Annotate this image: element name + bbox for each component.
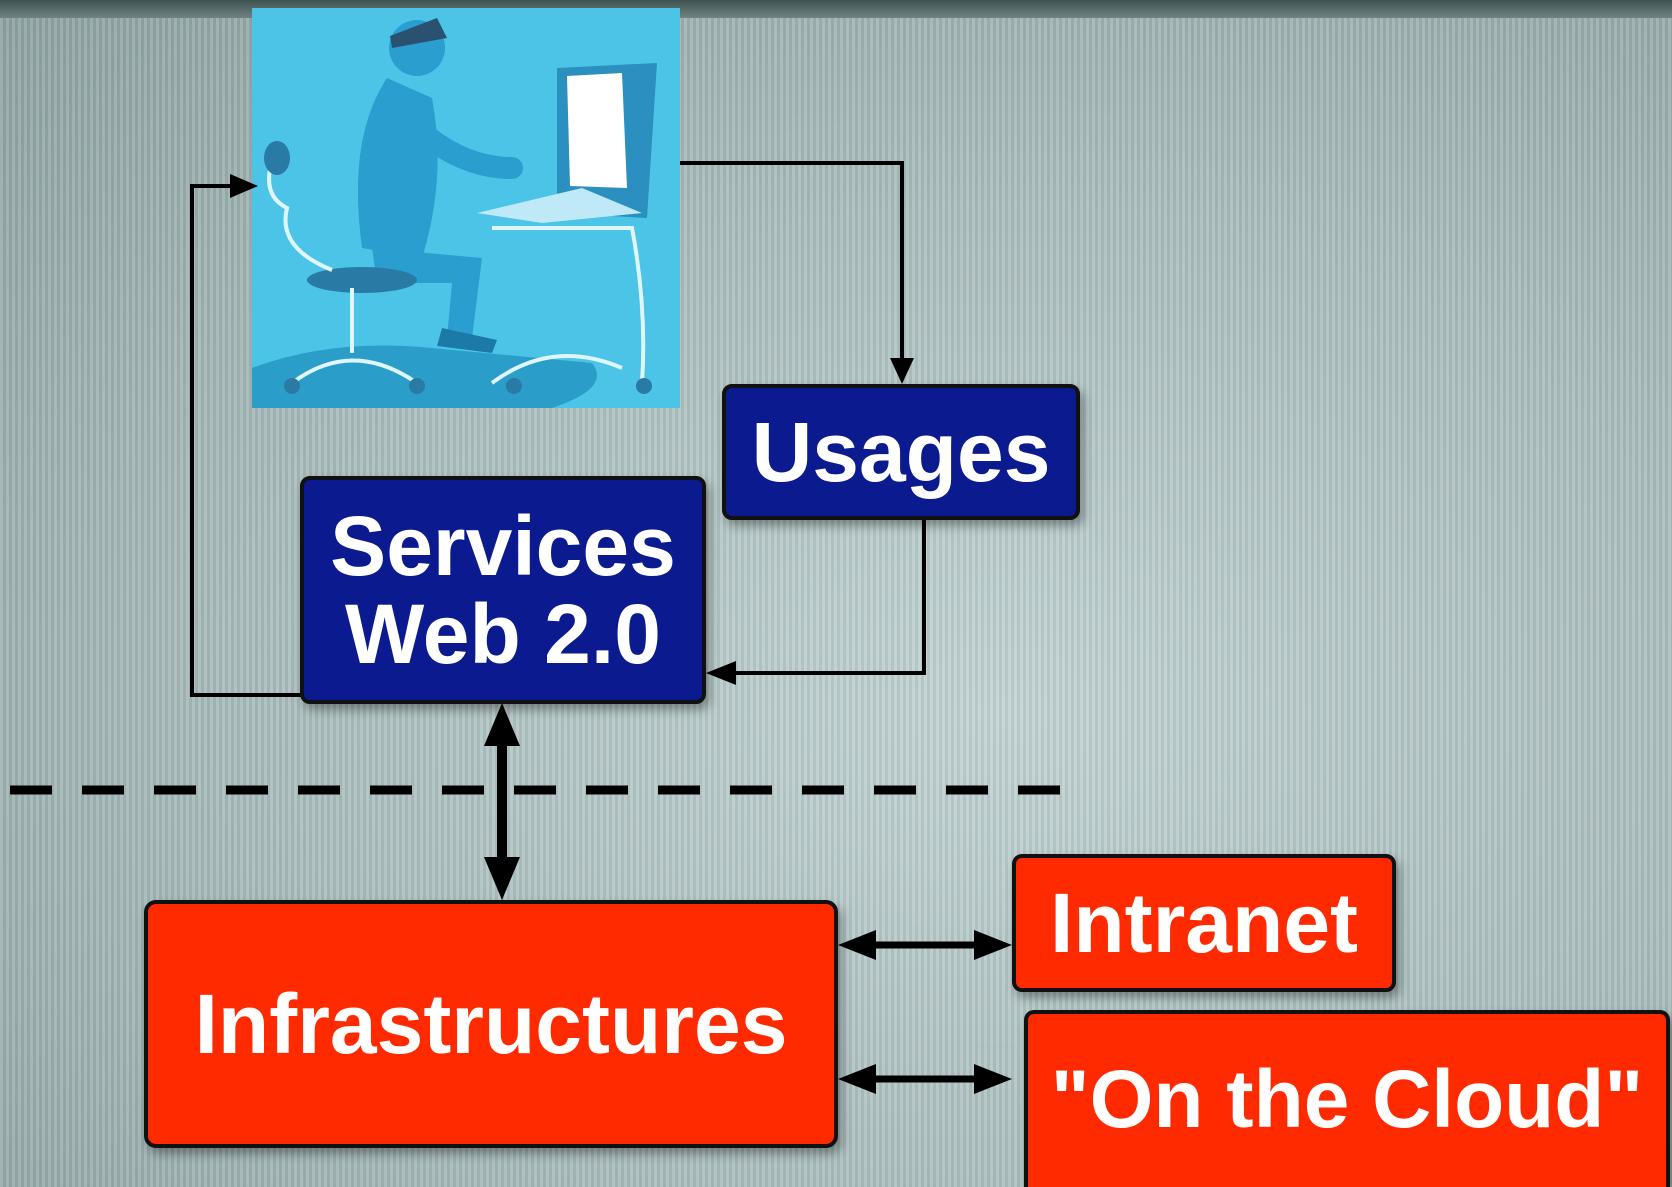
edge-usages-to-services <box>730 520 926 675</box>
arrowhead-image <box>230 174 258 198</box>
node-infrastructures-label: Infrastructures <box>194 976 788 1071</box>
node-intranet-label: Intranet <box>1049 875 1359 970</box>
arrowhead-usages <box>890 358 914 384</box>
user-at-computer-icon <box>252 8 680 408</box>
node-on-the-cloud: "On the Cloud" <box>1024 1010 1670 1187</box>
edge-services-to-image <box>190 184 304 697</box>
node-usages: Usages <box>722 384 1080 520</box>
node-usages-label: Usages <box>751 404 1051 499</box>
edge-image-to-usages <box>680 161 904 380</box>
node-services-label: Services Web 2.0 <box>330 498 676 681</box>
node-infrastructures: Infrastructures <box>144 900 838 1148</box>
node-intranet: Intranet <box>1012 854 1396 992</box>
node-services-web: Services Web 2.0 <box>300 476 706 704</box>
node-cloud-label: "On the Cloud" <box>1050 1054 1644 1146</box>
arrowhead-services <box>706 661 736 685</box>
